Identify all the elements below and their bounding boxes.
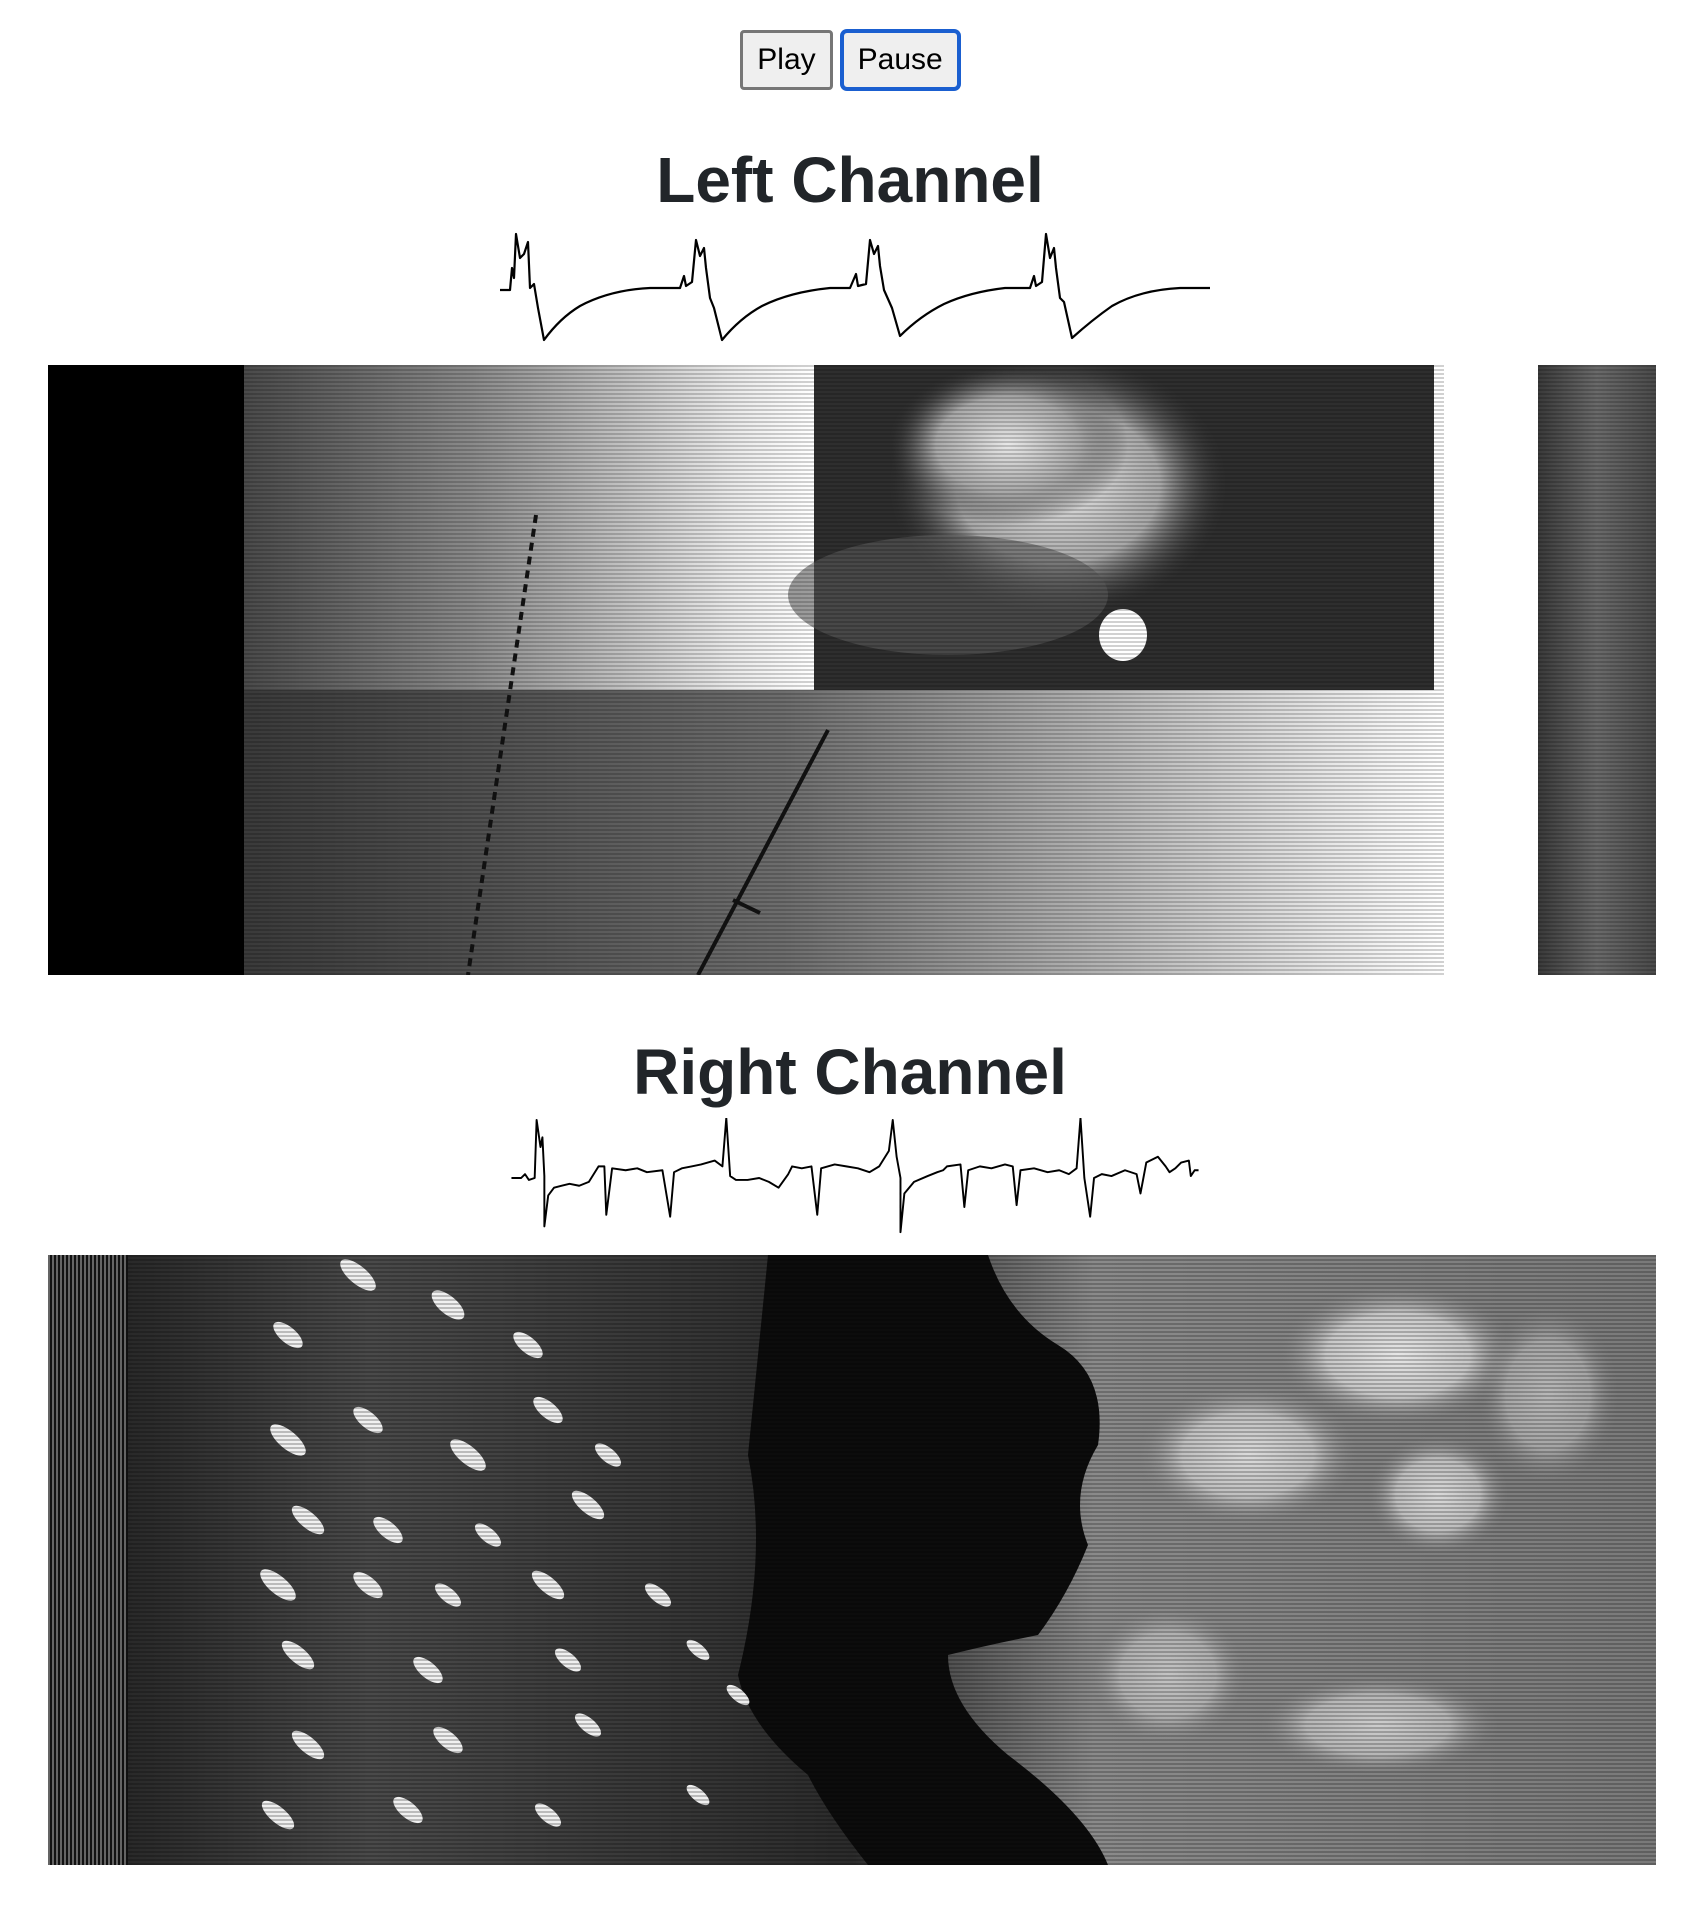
playback-controls: Play Pause: [0, 30, 1700, 90]
right-channel-image: [48, 1255, 1656, 1865]
right-channel-title: Right Channel: [633, 1036, 1067, 1108]
play-button[interactable]: Play: [740, 30, 833, 90]
right-channel-waveform: [511, 1118, 1199, 1234]
pause-button[interactable]: Pause: [840, 30, 960, 90]
left-channel-waveform: [500, 232, 1210, 342]
left-channel-image: [48, 365, 1656, 975]
left-channel-title: Left Channel: [656, 144, 1044, 216]
